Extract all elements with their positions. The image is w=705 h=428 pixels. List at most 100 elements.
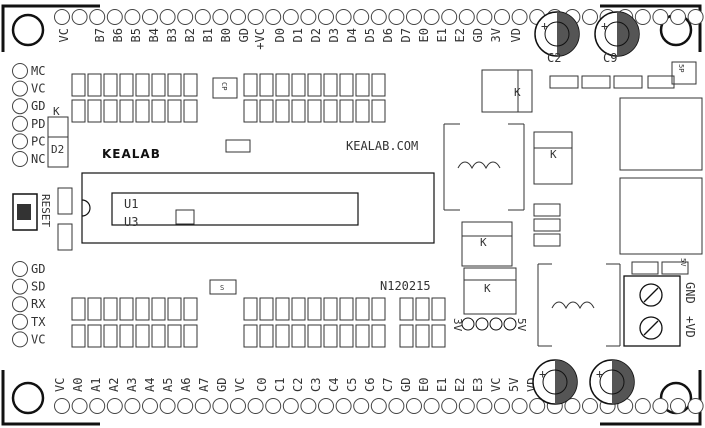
top-pin <box>494 9 510 25</box>
resistor <box>431 297 446 321</box>
top-header-label: +VC <box>253 28 267 50</box>
bottom-header-label: VC <box>233 378 247 392</box>
resistor <box>135 324 150 348</box>
resistor <box>399 297 414 321</box>
top-header-label: D0 <box>273 28 287 42</box>
left-pin <box>12 98 28 115</box>
bottom-header-label: C4 <box>327 378 341 392</box>
top-pin <box>652 9 669 25</box>
bottom-header-label: A7 <box>197 378 211 392</box>
top-pin <box>212 9 229 25</box>
k-label-4: K <box>484 282 491 295</box>
left-pin <box>12 115 28 132</box>
resistor <box>291 73 306 97</box>
tiny-5p: 5P <box>677 64 685 72</box>
resistor <box>355 73 370 97</box>
top-header-label: E1 <box>435 28 449 42</box>
reset-button[interactable] <box>12 193 38 231</box>
resistor <box>339 73 354 97</box>
left-top-label: PC <box>31 134 45 148</box>
bottom-header-label: C3 <box>309 378 323 392</box>
bottom-header-label: GD <box>215 378 229 392</box>
resistor <box>71 324 86 348</box>
tiny-5v: 5V <box>679 258 687 267</box>
resistor <box>259 324 274 348</box>
top-pin <box>247 9 264 25</box>
top-header-label: B5 <box>129 28 143 42</box>
top-pin <box>476 9 493 25</box>
bottom-header-label: C2 <box>291 378 305 392</box>
bottom-pin <box>159 398 176 414</box>
resistor <box>275 73 290 97</box>
top-header-label: D3 <box>327 28 341 42</box>
resistor <box>183 324 198 348</box>
electrolytic-capacitors: ++++ <box>532 11 640 405</box>
d2-label: D2 <box>51 143 64 156</box>
top-header-label: VC <box>57 28 71 42</box>
top-pin <box>423 9 440 25</box>
u3-chip <box>175 209 195 225</box>
k-label-3: K <box>480 236 487 249</box>
capacitor: + <box>589 359 635 405</box>
resistor <box>135 99 150 123</box>
resistor <box>355 99 370 123</box>
top-header-label: E0 <box>417 28 431 42</box>
top-pin <box>71 9 88 25</box>
resistor <box>87 297 102 321</box>
reset-resistor <box>57 187 73 215</box>
resistor <box>323 73 338 97</box>
top-pin <box>177 9 194 25</box>
resistor <box>87 324 102 348</box>
top-pin <box>441 9 458 25</box>
bottom-pin <box>318 398 334 414</box>
resistor <box>103 297 118 321</box>
bottom-pin <box>511 398 528 414</box>
model-label: N120215 <box>380 279 431 293</box>
left-pin <box>12 151 28 167</box>
bottom-header-label: A3 <box>125 378 139 392</box>
bottom-header-label: A0 <box>71 378 85 392</box>
resistor <box>243 99 258 123</box>
capacitor-plus: + <box>601 19 608 33</box>
left-pin <box>12 278 28 295</box>
top-header-label: 3V <box>489 28 503 42</box>
bottom-header-label: E3 <box>471 378 485 392</box>
resistor <box>71 99 86 123</box>
capacitor-plus: + <box>539 367 546 381</box>
resistor <box>307 297 322 321</box>
left-bottom-label: TX <box>31 315 46 329</box>
inductor-left <box>443 123 525 211</box>
k-label-2: K <box>550 148 557 161</box>
resistor <box>243 297 258 321</box>
vd-label: +VD <box>683 316 697 338</box>
capacitor: + <box>594 11 640 57</box>
resistor <box>275 324 290 348</box>
top-header-label: D6 <box>381 28 395 42</box>
left-pin <box>12 80 28 97</box>
resistor <box>339 99 354 123</box>
resistor <box>275 99 290 123</box>
bottom-pin <box>670 398 686 414</box>
left-top-label: MC <box>31 64 45 78</box>
resistor <box>291 324 306 348</box>
resistor <box>259 297 274 321</box>
resistor <box>371 73 386 97</box>
bottom-pin <box>494 398 510 414</box>
resistor <box>275 297 290 321</box>
resistor <box>259 73 274 97</box>
bottom-pin <box>529 398 546 414</box>
resistor <box>415 297 430 321</box>
capacitor: + <box>532 359 578 405</box>
resistor <box>399 324 414 348</box>
resistor <box>323 324 338 348</box>
k-label-1: K <box>514 86 521 99</box>
top-pin <box>124 9 141 25</box>
resistor <box>71 297 86 321</box>
reg-3v-label: 3V <box>451 318 464 332</box>
top-pin <box>582 9 598 25</box>
top-header-label: B4 <box>147 28 161 42</box>
resistor <box>339 324 354 348</box>
bottom-header-label: A2 <box>107 378 121 392</box>
